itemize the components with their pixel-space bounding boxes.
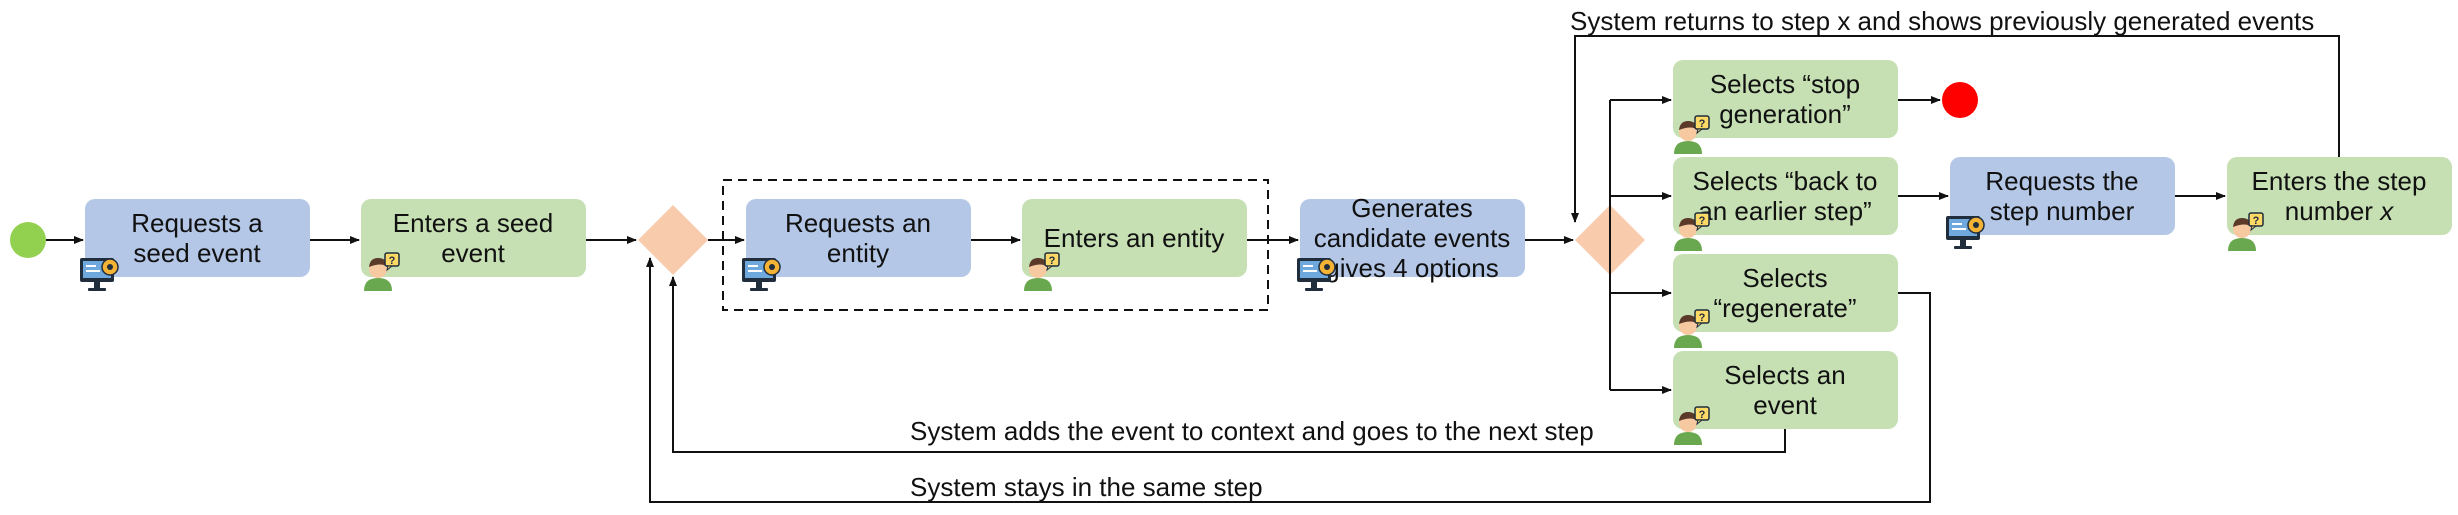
request-step-line: step number xyxy=(1990,196,2135,226)
person-question-icon: ? xyxy=(1674,115,1710,154)
svg-text:?: ? xyxy=(1699,215,1706,227)
decision-diamond-1 xyxy=(638,205,708,275)
generate-line: Generates xyxy=(1351,193,1472,223)
request-seed-line: Requests a xyxy=(131,208,263,238)
svg-text:?: ? xyxy=(1049,255,1056,267)
loop-next-step xyxy=(669,276,1786,453)
enter-entity-box: Enters an entity xyxy=(1022,199,1247,277)
request-seed-line: seed event xyxy=(133,238,261,268)
request-step-line: Requests the xyxy=(1985,166,2138,196)
stays-label: System stays in the same step xyxy=(910,472,1263,502)
regenerate-box: Selects“regenerate” xyxy=(1673,254,1898,332)
svg-text:?: ? xyxy=(389,255,396,267)
loop-same-step xyxy=(646,257,1931,503)
svg-text:?: ? xyxy=(2253,215,2260,227)
select-event-line: event xyxy=(1753,390,1817,420)
request-entity-line: Requests an xyxy=(785,208,931,238)
back-line: an earlier step” xyxy=(1698,196,1871,226)
back-line: Selects “back to xyxy=(1693,166,1878,196)
person-question-icon: ? xyxy=(1674,212,1710,251)
regenerate-text: Selects“regenerate” xyxy=(1713,263,1856,323)
generate-line: gives 4 options xyxy=(1325,253,1498,283)
computer-gear-icon xyxy=(742,258,781,291)
computer-gear-icon xyxy=(80,258,119,291)
svg-text:?: ? xyxy=(1699,118,1706,130)
enter-entity-line: Enters an entity xyxy=(1044,223,1225,253)
entity-group-box xyxy=(722,179,1269,311)
enter-step-line: number x xyxy=(2285,196,2394,226)
start-node xyxy=(10,222,46,258)
request-entity-line: entity xyxy=(827,238,889,268)
enter-entity-text: Enters an entity xyxy=(1044,223,1225,253)
person-question-icon: ? xyxy=(364,252,400,291)
enter-seed-line: Enters a seed xyxy=(393,208,553,238)
generate-line: candidate events xyxy=(1314,223,1511,253)
returns-label: System returns to step x and shows previ… xyxy=(1570,6,2314,36)
end-node xyxy=(1942,82,1978,118)
regenerate-line: “regenerate” xyxy=(1713,293,1856,323)
stop-line: Selects “stop xyxy=(1710,69,1860,99)
loop-returns-to-step-x xyxy=(1571,35,2340,223)
person-question-icon: ? xyxy=(1674,309,1710,348)
enter-step-line: Enters the step xyxy=(2252,166,2427,196)
select-event-line: Selects an xyxy=(1724,360,1845,390)
adds-label: System adds the event to context and goe… xyxy=(910,416,1594,446)
computer-gear-icon xyxy=(1946,216,1985,249)
computer-gear-icon xyxy=(1297,258,1336,291)
person-question-icon: ? xyxy=(1674,406,1710,445)
stop-line: generation” xyxy=(1719,99,1851,129)
regenerate-line: Selects xyxy=(1742,263,1827,293)
enter-seed-line: event xyxy=(441,238,505,268)
svg-text:?: ? xyxy=(1699,312,1706,324)
svg-text:?: ? xyxy=(1699,409,1706,421)
person-question-icon: ? xyxy=(1024,252,1060,291)
person-question-icon: ? xyxy=(2228,212,2264,251)
